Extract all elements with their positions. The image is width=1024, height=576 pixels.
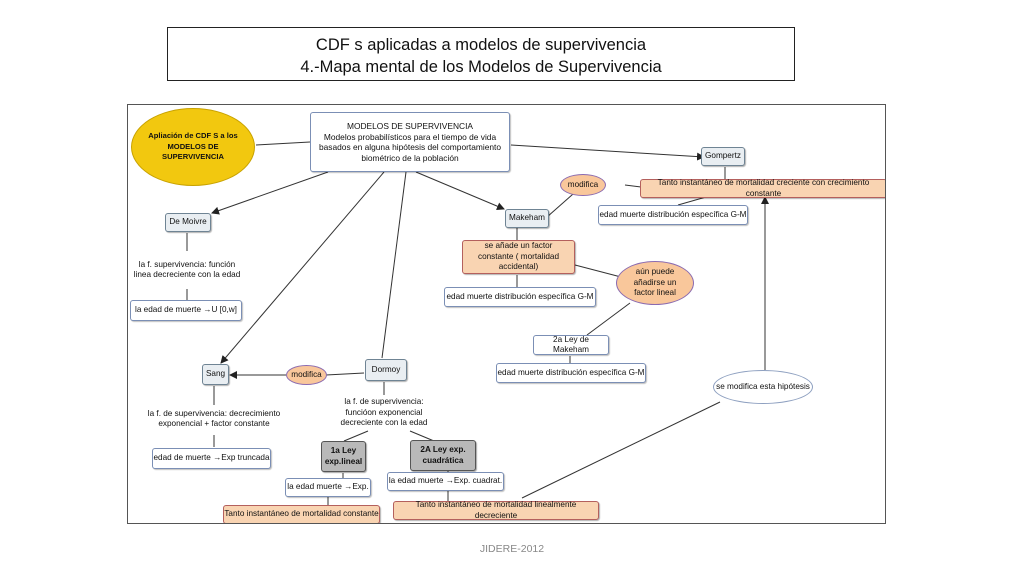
- concept-map: Apliación de CDF S a los MODELOS DE SUPE…: [127, 104, 886, 524]
- makeham-label: Makeham: [509, 213, 545, 223]
- sang-edad-label: edad de muerte →Exp truncada: [153, 453, 270, 463]
- edad-exp-box: la edad muerte →Exp.: [285, 478, 371, 497]
- gompertz-node: Gompertz: [701, 147, 745, 166]
- footer-label: JIDERE-2012: [479, 543, 545, 555]
- dormoy-desc-label: la f. de supervivencia: funcióon exponen…: [340, 397, 428, 428]
- aun-puede-oval: aún puede añadirse un factor lineal: [616, 261, 694, 305]
- link-aunpuede-ley: [586, 302, 631, 336]
- sang-edad-box: edad de muerte →Exp truncada: [152, 448, 271, 469]
- link-modelos-makeham: [415, 171, 505, 210]
- dormoy-label: Dormoy: [371, 364, 401, 374]
- gm-label-1: edad muerte distribución específica G-M: [599, 209, 747, 219]
- edad-exp-cuad-label: la edad muerte →Exp. cuadrat.: [388, 476, 503, 486]
- link-aplicacion-modelos: [255, 141, 311, 146]
- ley2-node: 2A Ley exp. cuadrática: [410, 440, 476, 471]
- edad-exp-cuad-box: la edad muerte →Exp. cuadrat.: [387, 472, 504, 491]
- modifica-oval-2: modifica: [286, 365, 327, 385]
- tanto-constante-node: Tanto instantáneo de mortalidad constant…: [223, 505, 380, 523]
- link-dormoy-modifica: [325, 372, 365, 376]
- aplicacion-label: Apliación de CDF S a los MODELOS DE SUPE…: [148, 131, 238, 162]
- factor-constante-node: se añade un factor constante ( mortalida…: [462, 240, 575, 274]
- gm-box-3: edad muerte distribución específica G-M: [496, 363, 646, 383]
- tanto-decreciente-node: Tanto instantáneo de mortalidad linealme…: [393, 500, 599, 520]
- gompertz-label: Gompertz: [705, 151, 741, 161]
- ley1-label: 1a Ley exp.lineal: [324, 446, 363, 466]
- se-modifica-oval: se modifica esta hipótesis: [713, 370, 813, 404]
- link-desc-ley2: [409, 430, 435, 442]
- aun-puede-label: aún puede añadirse un factor lineal: [633, 267, 677, 298]
- modifica-label-1: modifica: [567, 179, 599, 189]
- title-box: CDF s aplicadas a modelos de supervivenc…: [167, 27, 795, 81]
- gm-box-2: edad muerte distribución específica G-M: [444, 287, 596, 307]
- gm-box-1: edad muerte distribución específica G-M: [598, 205, 748, 225]
- dormoy-node: Dormoy: [365, 359, 407, 381]
- modelos-supervivencia-node: MODELOS DE SUPERVIVENCIA Modelos probabi…: [310, 112, 510, 172]
- sang-desc-label: la f. de supervivencia: decrecimiento ex…: [147, 408, 281, 429]
- tanto-constante-label: Tanto instantáneo de mortalidad constant…: [224, 509, 379, 519]
- ley-makeham-node: 2a Ley de Makeham: [533, 335, 609, 355]
- link-tanto-gm1: [677, 196, 707, 206]
- moivre-desc-label: la f. supervivencia: función linea decre…: [133, 259, 241, 280]
- sang-label: Sang: [205, 369, 226, 379]
- tanto-creciente-label: Tanto instantáneo de mortalidad crecient…: [657, 178, 870, 198]
- gm-label-2: edad muerte distribución específica G-M: [446, 291, 594, 301]
- se-modifica-label: se modifica esta hipótesis: [716, 381, 810, 391]
- dormoy-desc: la f. de supervivencia: funcióon exponen…: [334, 394, 434, 432]
- link-modelos-sang: [220, 171, 385, 364]
- modifica-label-2: modifica: [291, 369, 322, 379]
- ley-makeham-label: 2a Ley de Makeham: [553, 334, 589, 355]
- de-moivre-label: De Moivre: [169, 217, 207, 227]
- link-desc-ley1: [343, 430, 369, 442]
- sang-desc: la f. de supervivencia: decrecimiento ex…: [130, 405, 298, 433]
- link-tanto-semodifica: [521, 401, 721, 499]
- tanto-creciente-node: Tanto instantáneo de mortalidad crecient…: [640, 178, 885, 198]
- connector-lines: [186, 141, 769, 505]
- moivre-edad-label: la edad de muerte →U [0,w]: [135, 305, 237, 315]
- ley1-node: 1a Ley exp.lineal: [321, 441, 366, 472]
- tanto-decreciente-label: Tanto instantáneo de mortalidad linealme…: [415, 500, 577, 520]
- link-modelos-demoivre: [211, 171, 329, 215]
- link-modelos-dormoy: [381, 171, 407, 359]
- link-modifica-tanto: [624, 184, 642, 188]
- moivre-desc: la f. supervivencia: función linea decre…: [133, 251, 241, 289]
- ley2-label: 2A Ley exp. cuadrática: [420, 445, 466, 465]
- link-factor-aunpuede: [574, 264, 622, 278]
- aplicacion-node: Apliación de CDF S a los MODELOS DE SUPE…: [131, 108, 255, 186]
- sang-node: Sang: [202, 364, 229, 385]
- title-line-1: CDF s aplicadas a modelos de supervivenc…: [315, 36, 647, 54]
- moivre-edad-box: la edad de muerte →U [0,w]: [130, 300, 242, 321]
- edad-exp-label: la edad muerte →Exp.: [287, 482, 369, 492]
- makeham-node: Makeham: [505, 209, 549, 228]
- title-line-2: 4.-Mapa mental de los Modelos de Supervi…: [300, 58, 662, 76]
- link-modelos-gompertz: [510, 144, 705, 161]
- factor-constante-label: se añade un factor constante ( mortalida…: [477, 241, 559, 272]
- de-moivre-node: De Moivre: [165, 213, 211, 232]
- gm-label-3: edad muerte distribución específica G-M: [497, 367, 645, 377]
- modelos-title: MODELOS DE SUPERVIVENCIA: [347, 121, 473, 131]
- modifica-oval-1: modifica: [560, 174, 606, 196]
- modelos-desc: Modelos probabilísticos para el tiempo d…: [318, 131, 502, 163]
